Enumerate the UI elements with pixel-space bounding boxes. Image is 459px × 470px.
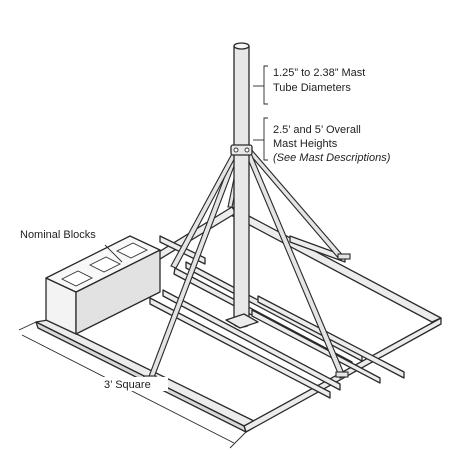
collar-bolt-left bbox=[233, 147, 239, 153]
height-bracket bbox=[263, 117, 268, 161]
blocks-leader bbox=[104, 244, 123, 263]
channel-rail-6 bbox=[251, 309, 381, 384]
blocks-label: Nominal Blocks bbox=[20, 229, 96, 241]
mast-top bbox=[233, 42, 250, 50]
dimension-label-bg bbox=[98, 377, 168, 391]
mast-collar bbox=[230, 144, 253, 156]
strut-foot-2 bbox=[335, 371, 349, 378]
nominal-blocks bbox=[45, 235, 161, 335]
strut-front-left bbox=[147, 151, 240, 381]
mast-base-plate bbox=[225, 313, 259, 329]
collar-bolt-right bbox=[244, 147, 250, 153]
height-label-line1: 2.5’ and 5’ Overall bbox=[273, 124, 361, 136]
strut-foot-3 bbox=[337, 253, 351, 260]
square-label: 3’ Square bbox=[104, 379, 151, 391]
block-hole-1 bbox=[60, 270, 94, 287]
mast-body bbox=[233, 45, 250, 325]
block-hole-2 bbox=[88, 256, 122, 273]
diameter-label-line2: Tube Diameters bbox=[273, 82, 351, 94]
height-label-line2: Mast Heights bbox=[273, 138, 338, 150]
channel-rail-4 bbox=[162, 289, 341, 391]
dimension-square: 3’ Square bbox=[18, 321, 247, 449]
diameter-bracket bbox=[263, 65, 268, 105]
cross-rail-a bbox=[289, 235, 346, 263]
channel-rail-2 bbox=[185, 261, 363, 362]
struts bbox=[143, 147, 351, 382]
block-hole-3 bbox=[115, 242, 149, 259]
callout-mast-diameter: 1.25” to 2.38” Mast Tube Diameters bbox=[253, 65, 365, 105]
channel-rail-5 bbox=[257, 295, 405, 379]
dimension-tick-left bbox=[18, 321, 37, 331]
height-label-line3: (See Mast Descriptions) bbox=[273, 152, 391, 164]
diameter-label-line1: 1.25” to 2.38” Mast bbox=[273, 67, 365, 79]
channel-rail-3 bbox=[149, 297, 331, 399]
mast-tube bbox=[225, 42, 259, 329]
dimension-tick-right bbox=[229, 431, 247, 449]
callout-blocks: Nominal Blocks bbox=[20, 229, 123, 263]
callout-mast-height: 2.5’ and 5’ Overall Mast Heights (See Ma… bbox=[253, 117, 391, 164]
